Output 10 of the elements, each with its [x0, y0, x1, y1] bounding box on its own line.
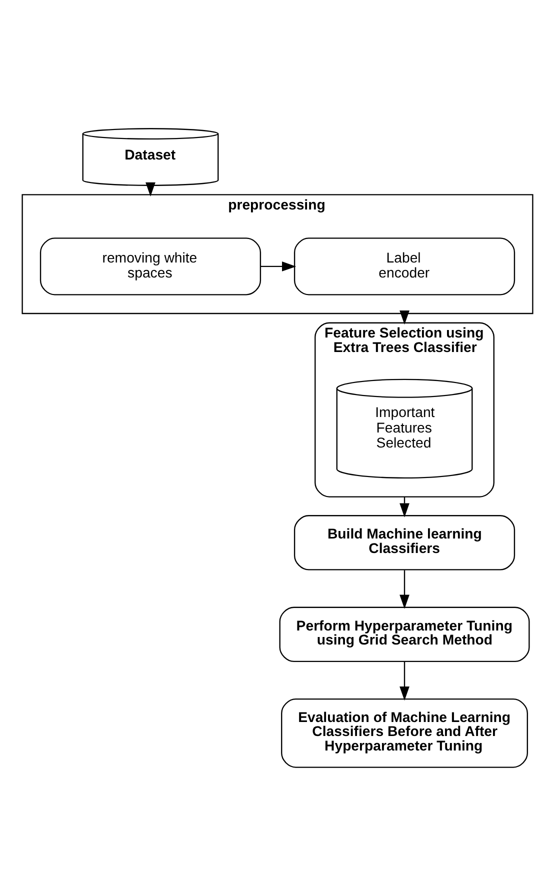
node-box: removing white spaces: [40, 237, 262, 295]
node-box: Evaluation of Machine Learning Classifiers Before and After Hyperparameter Tuning: [281, 698, 528, 768]
arrow: [400, 310, 410, 324]
arrow: [400, 661, 410, 700]
arrow: [146, 182, 156, 196]
node-box: Label encoder: [294, 237, 516, 295]
arrow: [400, 570, 410, 608]
arrow: [260, 261, 296, 271]
node-box: Perform Hyperparameter Tuning using Grid Search Method: [279, 606, 530, 662]
node-box: Build Machine learning Classifiers: [294, 514, 516, 570]
